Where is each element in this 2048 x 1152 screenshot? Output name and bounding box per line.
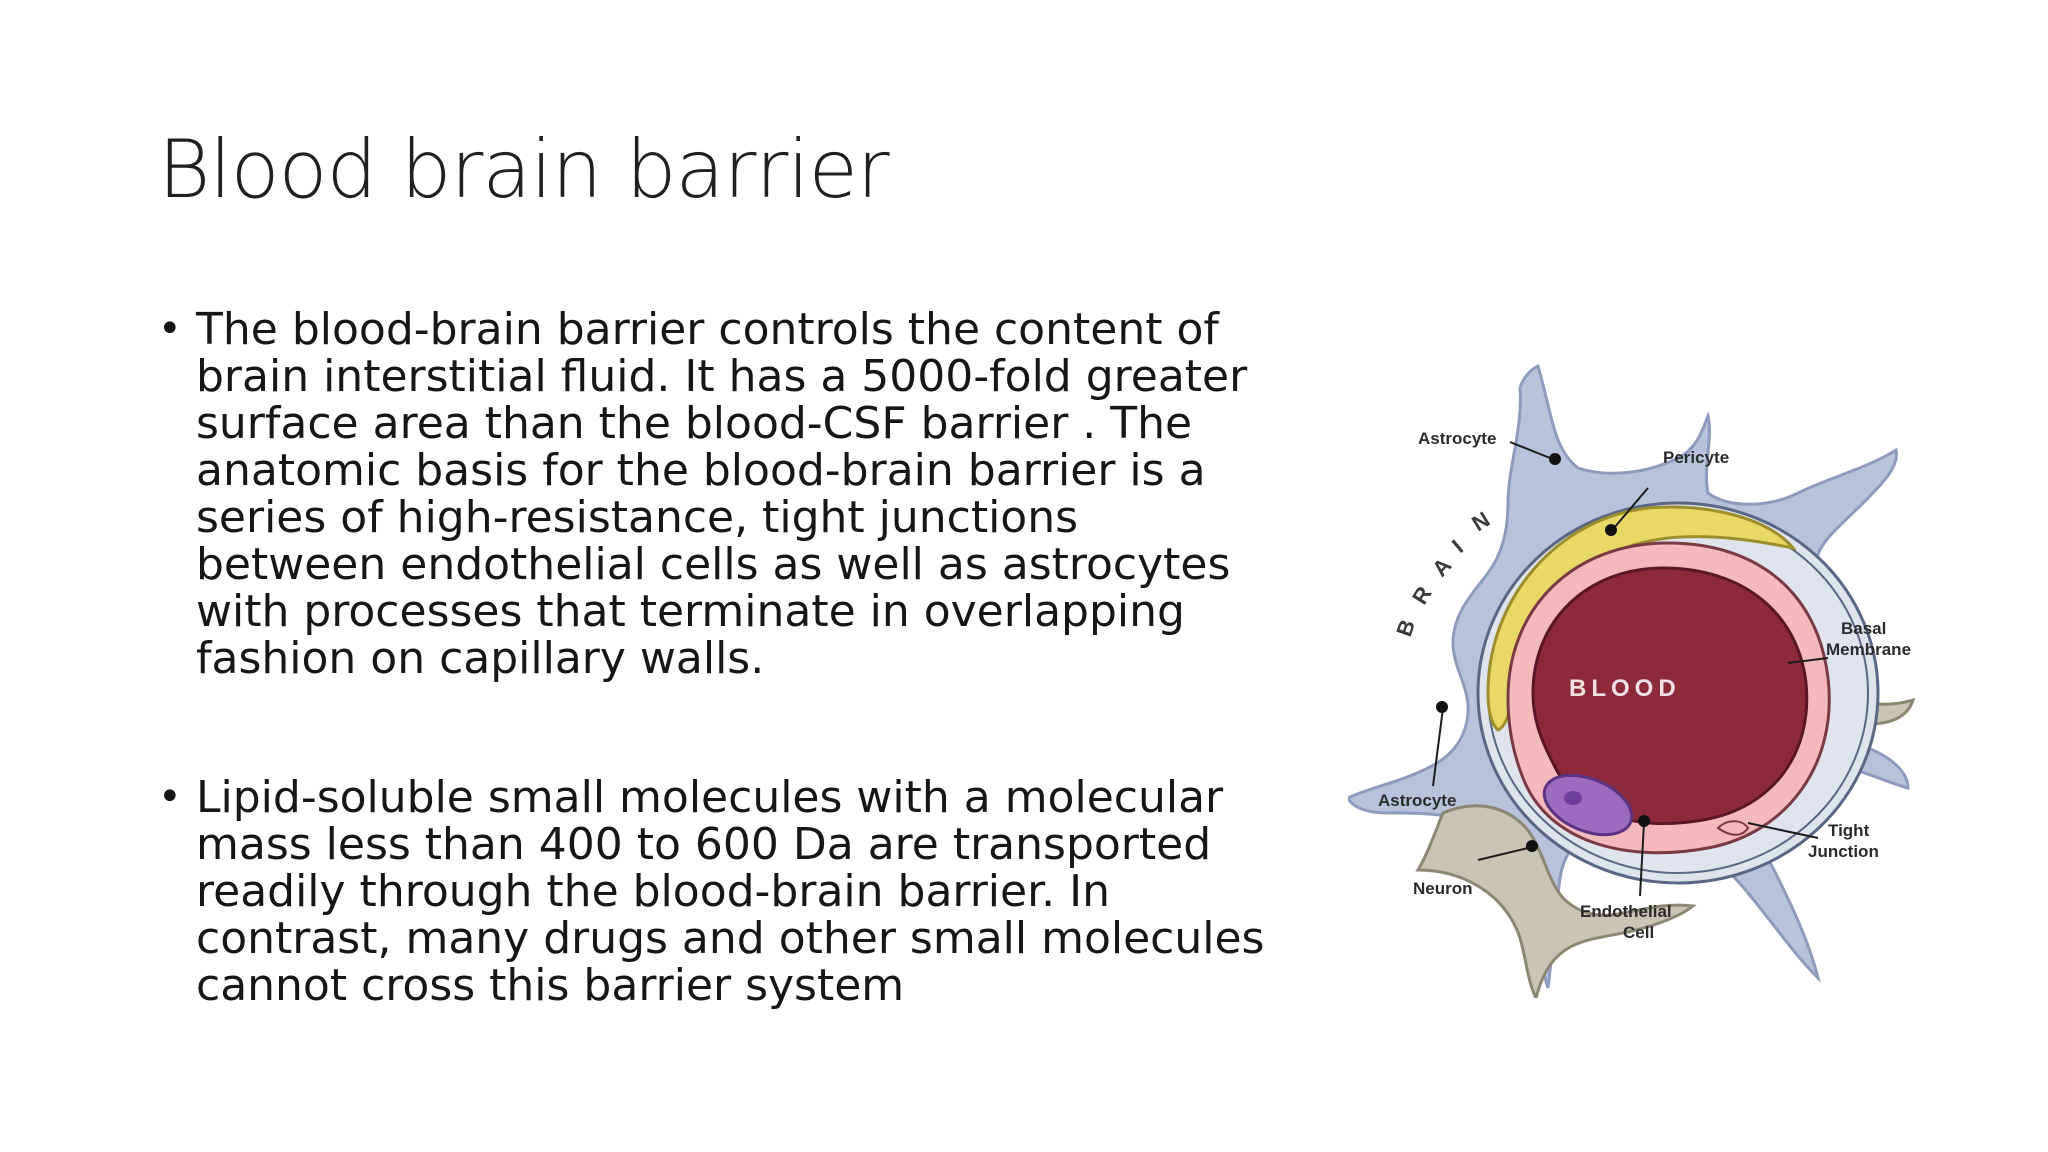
brain-letter: I (1447, 535, 1468, 558)
brain-letter: B (1391, 616, 1420, 639)
bbb-diagram: BLOOD B R A I N Astrocyte Pericyte Basal… (1348, 363, 1916, 998)
neuron-process-left (1415, 804, 1697, 998)
bullet-glyph: • (158, 306, 182, 352)
endothelial-nucleus-inner (1564, 791, 1582, 805)
label-astrocyte-top: Astrocyte (1418, 429, 1496, 448)
slide-title: Blood brain barrier (158, 123, 890, 216)
bullet-line: Lipid-soluble small molecules with a mol… (196, 772, 1224, 823)
label-basal-membrane-1: Basal (1841, 619, 1886, 638)
bullet-line: contrast, many drugs and other small mol… (196, 913, 1265, 964)
bullet-line: surface area than the blood-CSF barrier … (196, 398, 1193, 449)
leader-lines (1432, 441, 1829, 897)
bullet-line: fashion on capillary walls. (196, 633, 765, 684)
bullet-line: readily through the blood-brain barrier.… (196, 866, 1110, 917)
label-endothelial-1: Endothelial (1580, 902, 1672, 921)
label-tight-junction-2: Junction (1808, 842, 1879, 861)
bullet-item-2: • Lipid-soluble small molecules with a m… (158, 774, 1308, 1009)
label-neuron: Neuron (1413, 879, 1473, 898)
label-tight-junction-1: Tight (1828, 821, 1870, 840)
blood-label: BLOOD (1569, 675, 1681, 702)
blood-lumen (1531, 566, 1809, 825)
brain-letter: A (1427, 553, 1456, 582)
label-endothelial-2: Cell (1623, 923, 1654, 942)
label-astrocyte-left: Astrocyte (1378, 791, 1456, 810)
label-basal-membrane-2: Membrane (1826, 640, 1911, 659)
tight-junction (1716, 820, 1750, 836)
bullet-line: with processes that terminate in overlap… (196, 586, 1185, 637)
bullet-line: The blood-brain barrier controls the con… (196, 304, 1219, 355)
label-pericyte: Pericyte (1663, 448, 1729, 467)
bullet-item-1: • The blood-brain barrier controls the c… (158, 306, 1308, 682)
bullet-line: cannot cross this barrier system (196, 960, 905, 1011)
bullet-line: series of high-resistance, tight junctio… (196, 492, 1079, 543)
bullet-list: • The blood-brain barrier controls the c… (158, 306, 1308, 1009)
bullet-line: between endothelial cells as well as ast… (196, 539, 1231, 590)
bullet-line: brain interstitial fluid. It has a 5000-… (196, 351, 1248, 402)
brain-letter: R (1407, 582, 1437, 609)
bullet-line: anatomic basis for the blood-brain barri… (196, 445, 1206, 496)
brain-letter: N (1467, 507, 1494, 537)
bullet-glyph: • (158, 774, 182, 820)
bullet-line: mass less than 400 to 600 Da are transpo… (196, 819, 1212, 870)
leader-dots (1436, 453, 1650, 852)
endothelial-nucleus (1542, 773, 1634, 837)
